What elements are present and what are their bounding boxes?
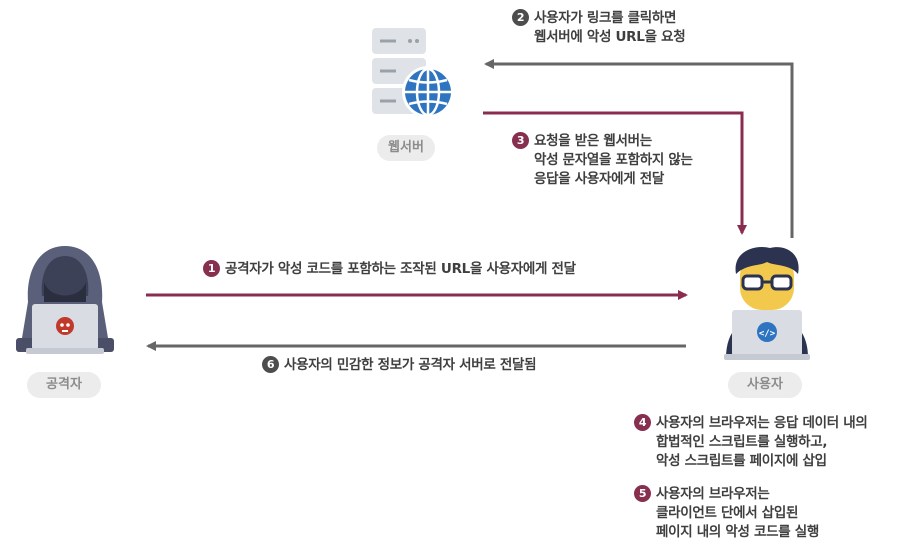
server-globe-icon — [372, 28, 454, 118]
step-5-badge: 5 — [634, 485, 651, 502]
svg-text:</>: </> — [759, 329, 776, 339]
user-label: 사용자 — [728, 372, 802, 398]
arrow-user-to-server — [484, 59, 794, 238]
user-laptop-icon: </> — [724, 247, 810, 360]
attacker-label: 공격자 — [27, 372, 101, 398]
step-3-badge: 3 — [512, 132, 529, 149]
step-2-badge: 2 — [512, 9, 529, 26]
step-6-badge: 6 — [262, 356, 279, 373]
step-4-badge: 4 — [634, 414, 651, 431]
hooded-hacker-icon — [16, 246, 114, 354]
webserver-label: 웹서버 — [377, 135, 435, 161]
step-1-badge: 1 — [203, 260, 220, 277]
arrow-server-to-user — [483, 111, 747, 235]
